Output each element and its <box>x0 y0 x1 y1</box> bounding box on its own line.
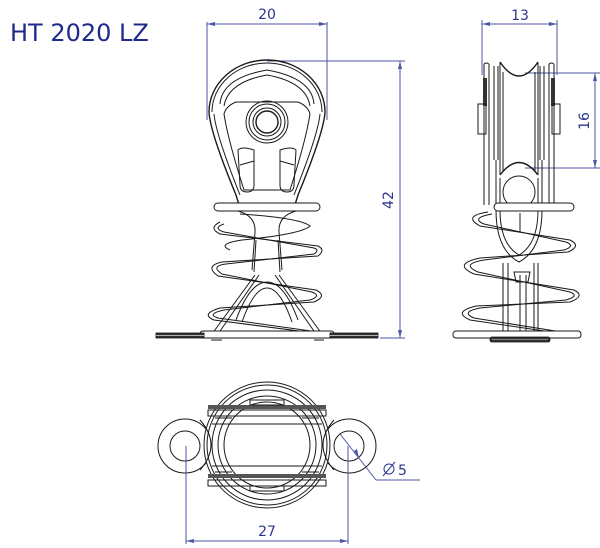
dimension-sheave-16: 16 <box>525 72 600 169</box>
dimension-spacing-27: 27 <box>185 446 349 544</box>
dimension-diameter-5: 5 <box>339 433 420 481</box>
dimension-width-13: 13 <box>481 8 558 75</box>
dimension-label: 20 <box>258 7 276 23</box>
dimension-label: 27 <box>258 524 276 540</box>
bottom-view: 27 5 <box>157 381 420 544</box>
side-view: 13 16 <box>452 8 600 343</box>
diameter-icon <box>383 463 395 475</box>
dimension-label: 13 <box>511 8 529 24</box>
front-view: 20 42 <box>155 7 405 341</box>
dimension-width-20: 20 <box>206 7 328 120</box>
product-title: HT 2020 LZ <box>10 19 149 47</box>
dimension-label: 16 <box>577 112 593 130</box>
dimension-height-42: 42 <box>267 60 405 339</box>
dimension-label: 5 <box>398 463 407 479</box>
dimension-label: 42 <box>381 191 397 209</box>
